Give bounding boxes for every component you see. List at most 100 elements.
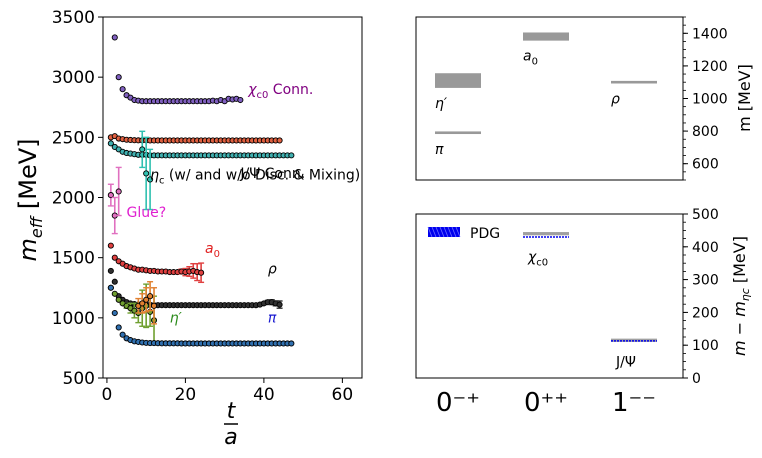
y-label-unit: [MeV] xyxy=(14,138,42,216)
data-point xyxy=(115,296,122,303)
x-axis-label: ta xyxy=(224,399,238,450)
y-tick-label: 2000 xyxy=(52,189,95,209)
annotation-rest: Conn. xyxy=(268,82,313,98)
data-point xyxy=(198,269,205,276)
annotation-main: Glue? xyxy=(127,205,167,221)
data-point xyxy=(115,74,122,81)
series-3 xyxy=(107,166,122,235)
band xyxy=(611,80,657,84)
series-9 xyxy=(107,284,295,347)
series-0 xyxy=(111,34,244,105)
y-tick-label: 3500 xyxy=(52,8,95,28)
bottom-plot-frame xyxy=(415,213,684,379)
series-4 xyxy=(139,130,154,211)
data-point xyxy=(107,192,114,199)
band xyxy=(523,32,569,41)
data-point xyxy=(111,34,118,41)
annotations: χc0 Conn.J/Ψ Conn.ηc (w/ and w/o Disc. &… xyxy=(127,82,361,327)
annotation-main: ρ xyxy=(268,261,277,277)
band xyxy=(523,232,569,236)
y-tick-label: 500 xyxy=(692,207,719,223)
legend: PDG xyxy=(427,226,500,242)
data-point xyxy=(111,254,118,261)
annotation-sub: 0 xyxy=(532,57,538,68)
category-label: 0⁻⁺ xyxy=(436,388,480,418)
legend-hatch xyxy=(451,226,457,238)
y-tick-label: 800 xyxy=(692,124,719,140)
x-tick-label: 60 xyxy=(332,385,354,405)
y-tick-label: 1400 xyxy=(692,26,728,42)
annotation: a0 xyxy=(523,49,538,68)
y-label-sub: ηc xyxy=(739,288,752,301)
y-tick-label: 1000 xyxy=(52,309,95,329)
annotation-main: χ xyxy=(527,250,537,266)
annotation-main: η′ xyxy=(170,311,183,327)
y-tick-label: 300 xyxy=(692,273,719,289)
annotation-sub: c0 xyxy=(256,90,268,101)
data-point xyxy=(107,284,114,291)
legend-hatch xyxy=(439,226,445,238)
data-point xyxy=(276,301,283,308)
annotation: J/Ψ xyxy=(615,354,636,370)
y-tick-label: 1500 xyxy=(52,249,95,269)
annotation: π xyxy=(435,142,444,158)
data-point xyxy=(107,267,114,274)
annotation: χc0 xyxy=(527,250,548,269)
band-χ_c0: χc0 xyxy=(523,232,569,269)
band-ρ: ρ xyxy=(611,80,657,108)
legend-hatch xyxy=(431,226,437,238)
legend-hatch xyxy=(447,226,453,238)
series-5 xyxy=(107,242,205,284)
data-point xyxy=(143,170,150,177)
annotation-main: J/Ψ xyxy=(615,354,636,370)
legend-hatch xyxy=(455,226,461,238)
band-J/Ψ: J/Ψ xyxy=(611,338,657,370)
annotation: π xyxy=(268,311,277,327)
y-label-part: m − m xyxy=(730,301,749,356)
annotation-main: π xyxy=(268,311,277,327)
annotation-sub: c xyxy=(159,175,165,186)
data-point xyxy=(147,176,154,183)
band-a_0: a0 xyxy=(523,32,569,68)
band xyxy=(435,73,481,88)
y-tick-label: 400 xyxy=(692,240,719,256)
top-plot-frame xyxy=(415,16,684,181)
category-label: 0⁺⁺ xyxy=(524,388,568,418)
y-tick-label: 3000 xyxy=(52,68,95,88)
data-point xyxy=(139,300,146,307)
x-tick-label: 40 xyxy=(253,385,275,405)
annotation-rest: (w/ and w/o Disc. & Mixing) xyxy=(164,167,360,183)
y-axis-label: m − mηc [MeV] xyxy=(730,236,752,356)
annotation: Glue? xyxy=(127,205,167,221)
series-8 xyxy=(135,281,158,325)
data-point xyxy=(107,242,114,249)
annotation-main: a xyxy=(205,241,214,257)
data-point xyxy=(276,137,283,144)
data-point xyxy=(119,331,126,338)
y-axis-label: m [MeV] xyxy=(735,64,754,132)
data-point xyxy=(115,188,122,195)
annotation: ρ xyxy=(268,261,277,277)
annotation: ηc (w/ and w/o Disc. & Mixing) xyxy=(150,167,360,186)
data-point xyxy=(111,278,118,285)
y-tick-label: 200 xyxy=(692,305,719,321)
category-label: 1⁻⁻ xyxy=(612,388,656,418)
y-label-subscript: eff xyxy=(27,214,46,238)
annotation-sub: 0 xyxy=(214,249,220,260)
legend-swatch xyxy=(428,227,460,237)
y-tick-label: 600 xyxy=(692,157,719,173)
y-axis-label: meff [MeV] xyxy=(14,138,46,261)
data-point xyxy=(111,309,118,317)
data-point xyxy=(288,340,295,347)
y-tick-label: 1200 xyxy=(692,59,728,75)
legend-hatch xyxy=(435,226,441,238)
series-2 xyxy=(107,140,295,159)
data-point xyxy=(288,152,295,159)
y-tick-label: 0 xyxy=(692,371,701,387)
annotation-main: χ xyxy=(247,82,257,98)
data-point xyxy=(139,146,146,153)
data-point xyxy=(111,290,118,297)
